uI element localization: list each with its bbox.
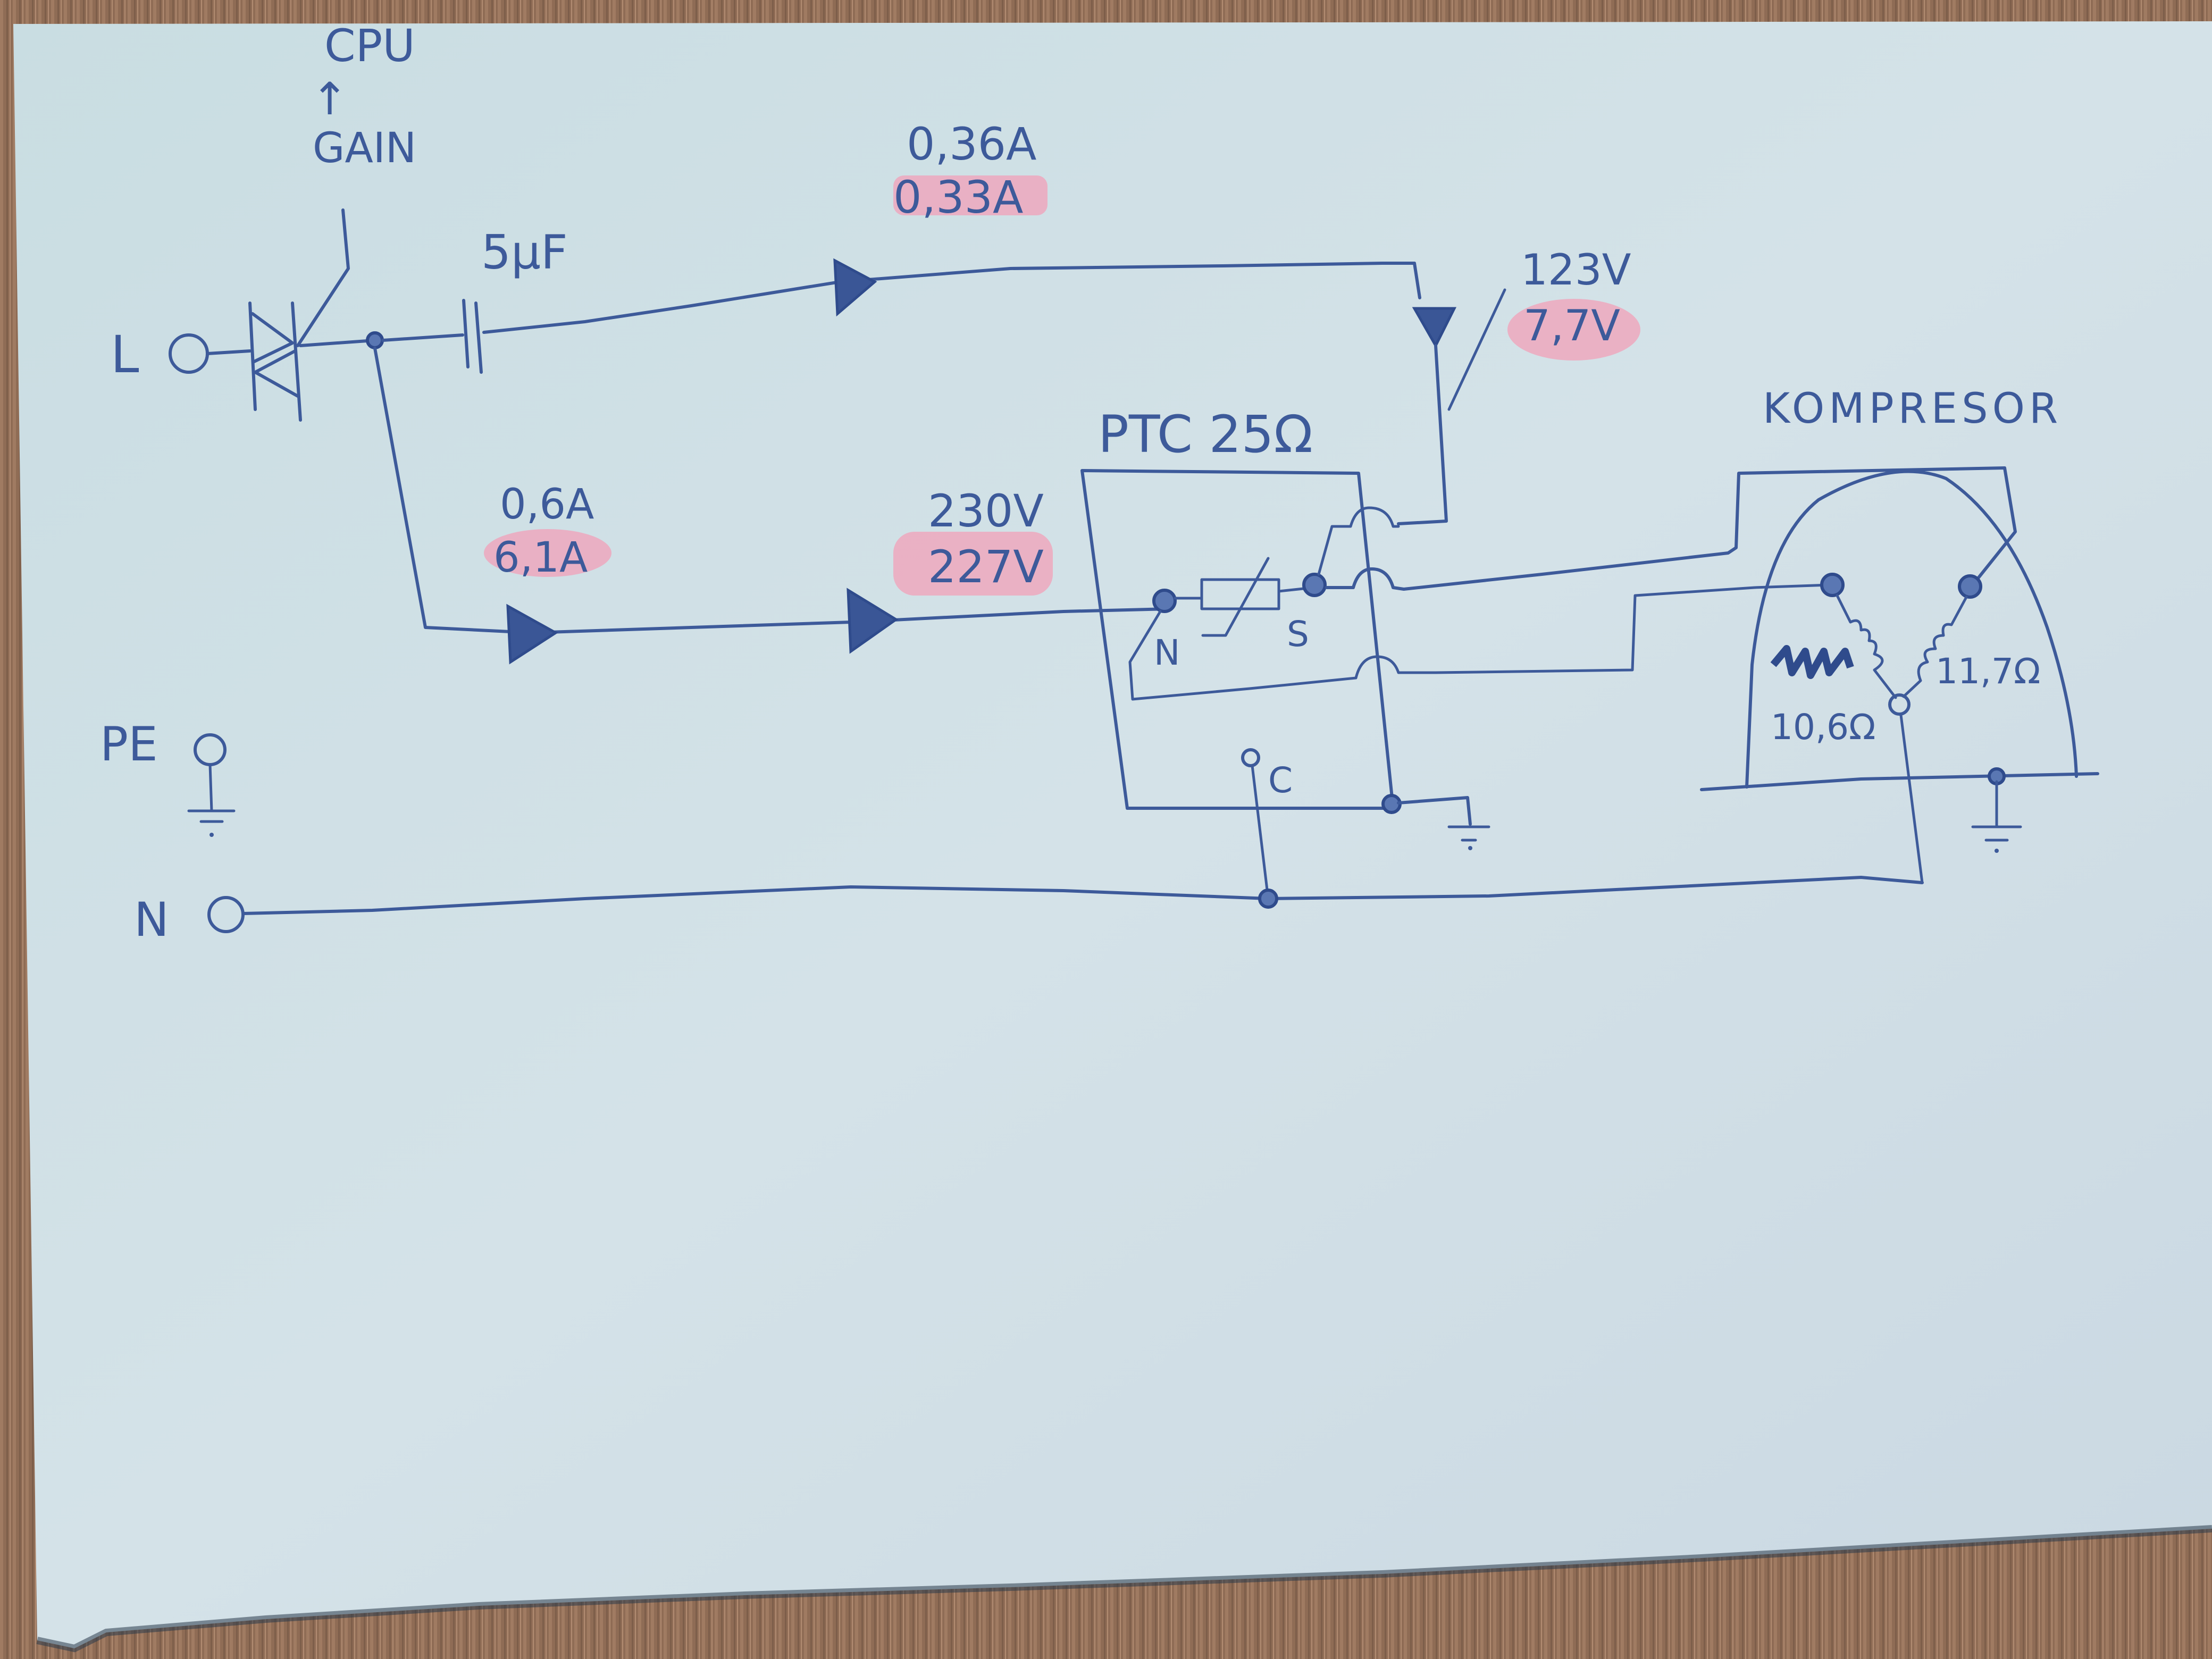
wire-ptc-to-ground — [1397, 796, 1472, 826]
winding-left — [1836, 594, 1897, 699]
terminal-l-label: L — [111, 325, 139, 384]
junction-node — [366, 331, 384, 349]
ground-compressor-icon — [1971, 825, 2022, 853]
neutral-junction-node — [1258, 889, 1278, 909]
scribble-mark — [1770, 645, 1854, 679]
voltage-original-label: 123V — [1521, 245, 1631, 295]
capacitor-label: 5μF — [481, 225, 568, 280]
compressor-terminal-start — [1958, 574, 1982, 599]
compressor-terminal-common — [1888, 693, 1911, 716]
wire-s-to-compressor-start — [1325, 466, 2017, 591]
controller-label: GAIN ↑ CPU — [311, 20, 416, 172]
main-current-measured-label: 6,1A — [493, 534, 588, 582]
wire-neutral — [241, 876, 1924, 915]
ground-pe-icon — [187, 809, 236, 837]
cpu-label: CPU — [324, 20, 415, 72]
compressor-base-line — [1700, 772, 2099, 791]
voltmeter-probe-line — [1447, 288, 1506, 411]
highlight-6-1a — [484, 529, 611, 577]
highlight-227v — [893, 532, 1053, 596]
measurement-main-voltage: 230V 227V — [893, 485, 1053, 596]
main-voltage-measured-label: 227V — [928, 541, 1044, 593]
wire-common-to-neutral — [1899, 714, 1924, 884]
compressor-label: KOMPRESOR — [1763, 385, 2062, 433]
wire-capacitor-branch — [482, 262, 1421, 334]
winding-left-resistance: 10,6Ω — [1771, 707, 1875, 748]
ptc-pin-s — [1302, 573, 1327, 597]
compressor-housing — [1745, 470, 2078, 789]
compressor-terminal-run — [1820, 573, 1845, 597]
measurement-capacitor-current: 0,36A 0,33A — [893, 118, 1048, 223]
terminal-n-label: N — [134, 892, 169, 947]
gain-label: GAIN — [313, 124, 416, 172]
winding-right-resistance: 11,7Ω — [1936, 651, 2040, 692]
wire-junction-to-main — [373, 347, 1171, 634]
triac-gate-lead — [296, 208, 350, 347]
ptc-label: PTC 25Ω — [1098, 405, 1313, 464]
current-measured-label: 0,33A — [893, 171, 1024, 223]
wire-c-to-neutral — [1251, 764, 1270, 900]
arrow-capacitor-branch-icon — [833, 258, 877, 317]
ptc-pin-c-label: C — [1268, 760, 1293, 801]
voltage-measured-label: 7,7V — [1523, 301, 1620, 350]
highlight-0-33a — [893, 175, 1048, 215]
measurement-main-current: 0,6A 6,1A — [484, 481, 611, 582]
terminal-pe-label: PE — [100, 717, 158, 772]
wire-triac-to-junction — [299, 339, 376, 347]
paper-sheet — [13, 21, 2212, 1648]
arrow-up-icon: ↑ — [311, 73, 348, 125]
measurement-capacitor-voltage: 123V 7,7V — [1507, 245, 1640, 361]
highlight-7-7v — [1507, 299, 1640, 361]
main-voltage-original-label: 230V — [928, 485, 1044, 537]
ptc-pin-n — [1152, 589, 1177, 613]
paper-torn-edge — [36, 1525, 2212, 1653]
arrow-down-123v-icon — [1412, 307, 1457, 349]
thermistor-slash — [1201, 557, 1270, 637]
ptc-pin-s-label: S — [1287, 614, 1309, 655]
current-original-label: 0,36A — [907, 118, 1037, 170]
wire-s-to-cap-feed — [1317, 506, 1400, 576]
winding-right — [1902, 596, 1968, 698]
wire-l-to-triac — [206, 349, 252, 355]
arrow-main-branch-2-icon — [847, 588, 899, 654]
ground-ptc-icon — [1447, 825, 1490, 850]
capacitor-symbol — [462, 299, 483, 374]
ptc-pin-c — [1241, 748, 1260, 767]
wire-junction-to-capacitor — [381, 333, 464, 342]
wire-down-to-ptc — [1397, 344, 1448, 525]
ptc-pin-n-label: N — [1154, 632, 1180, 673]
wire-n-loop — [1128, 583, 1831, 701]
triac-symbol — [248, 208, 350, 422]
terminal-l: L — [111, 325, 209, 384]
terminal-pe: PE — [100, 717, 236, 837]
main-current-original-label: 0,6A — [500, 481, 594, 529]
arrow-main-branch-1-icon — [506, 604, 558, 665]
